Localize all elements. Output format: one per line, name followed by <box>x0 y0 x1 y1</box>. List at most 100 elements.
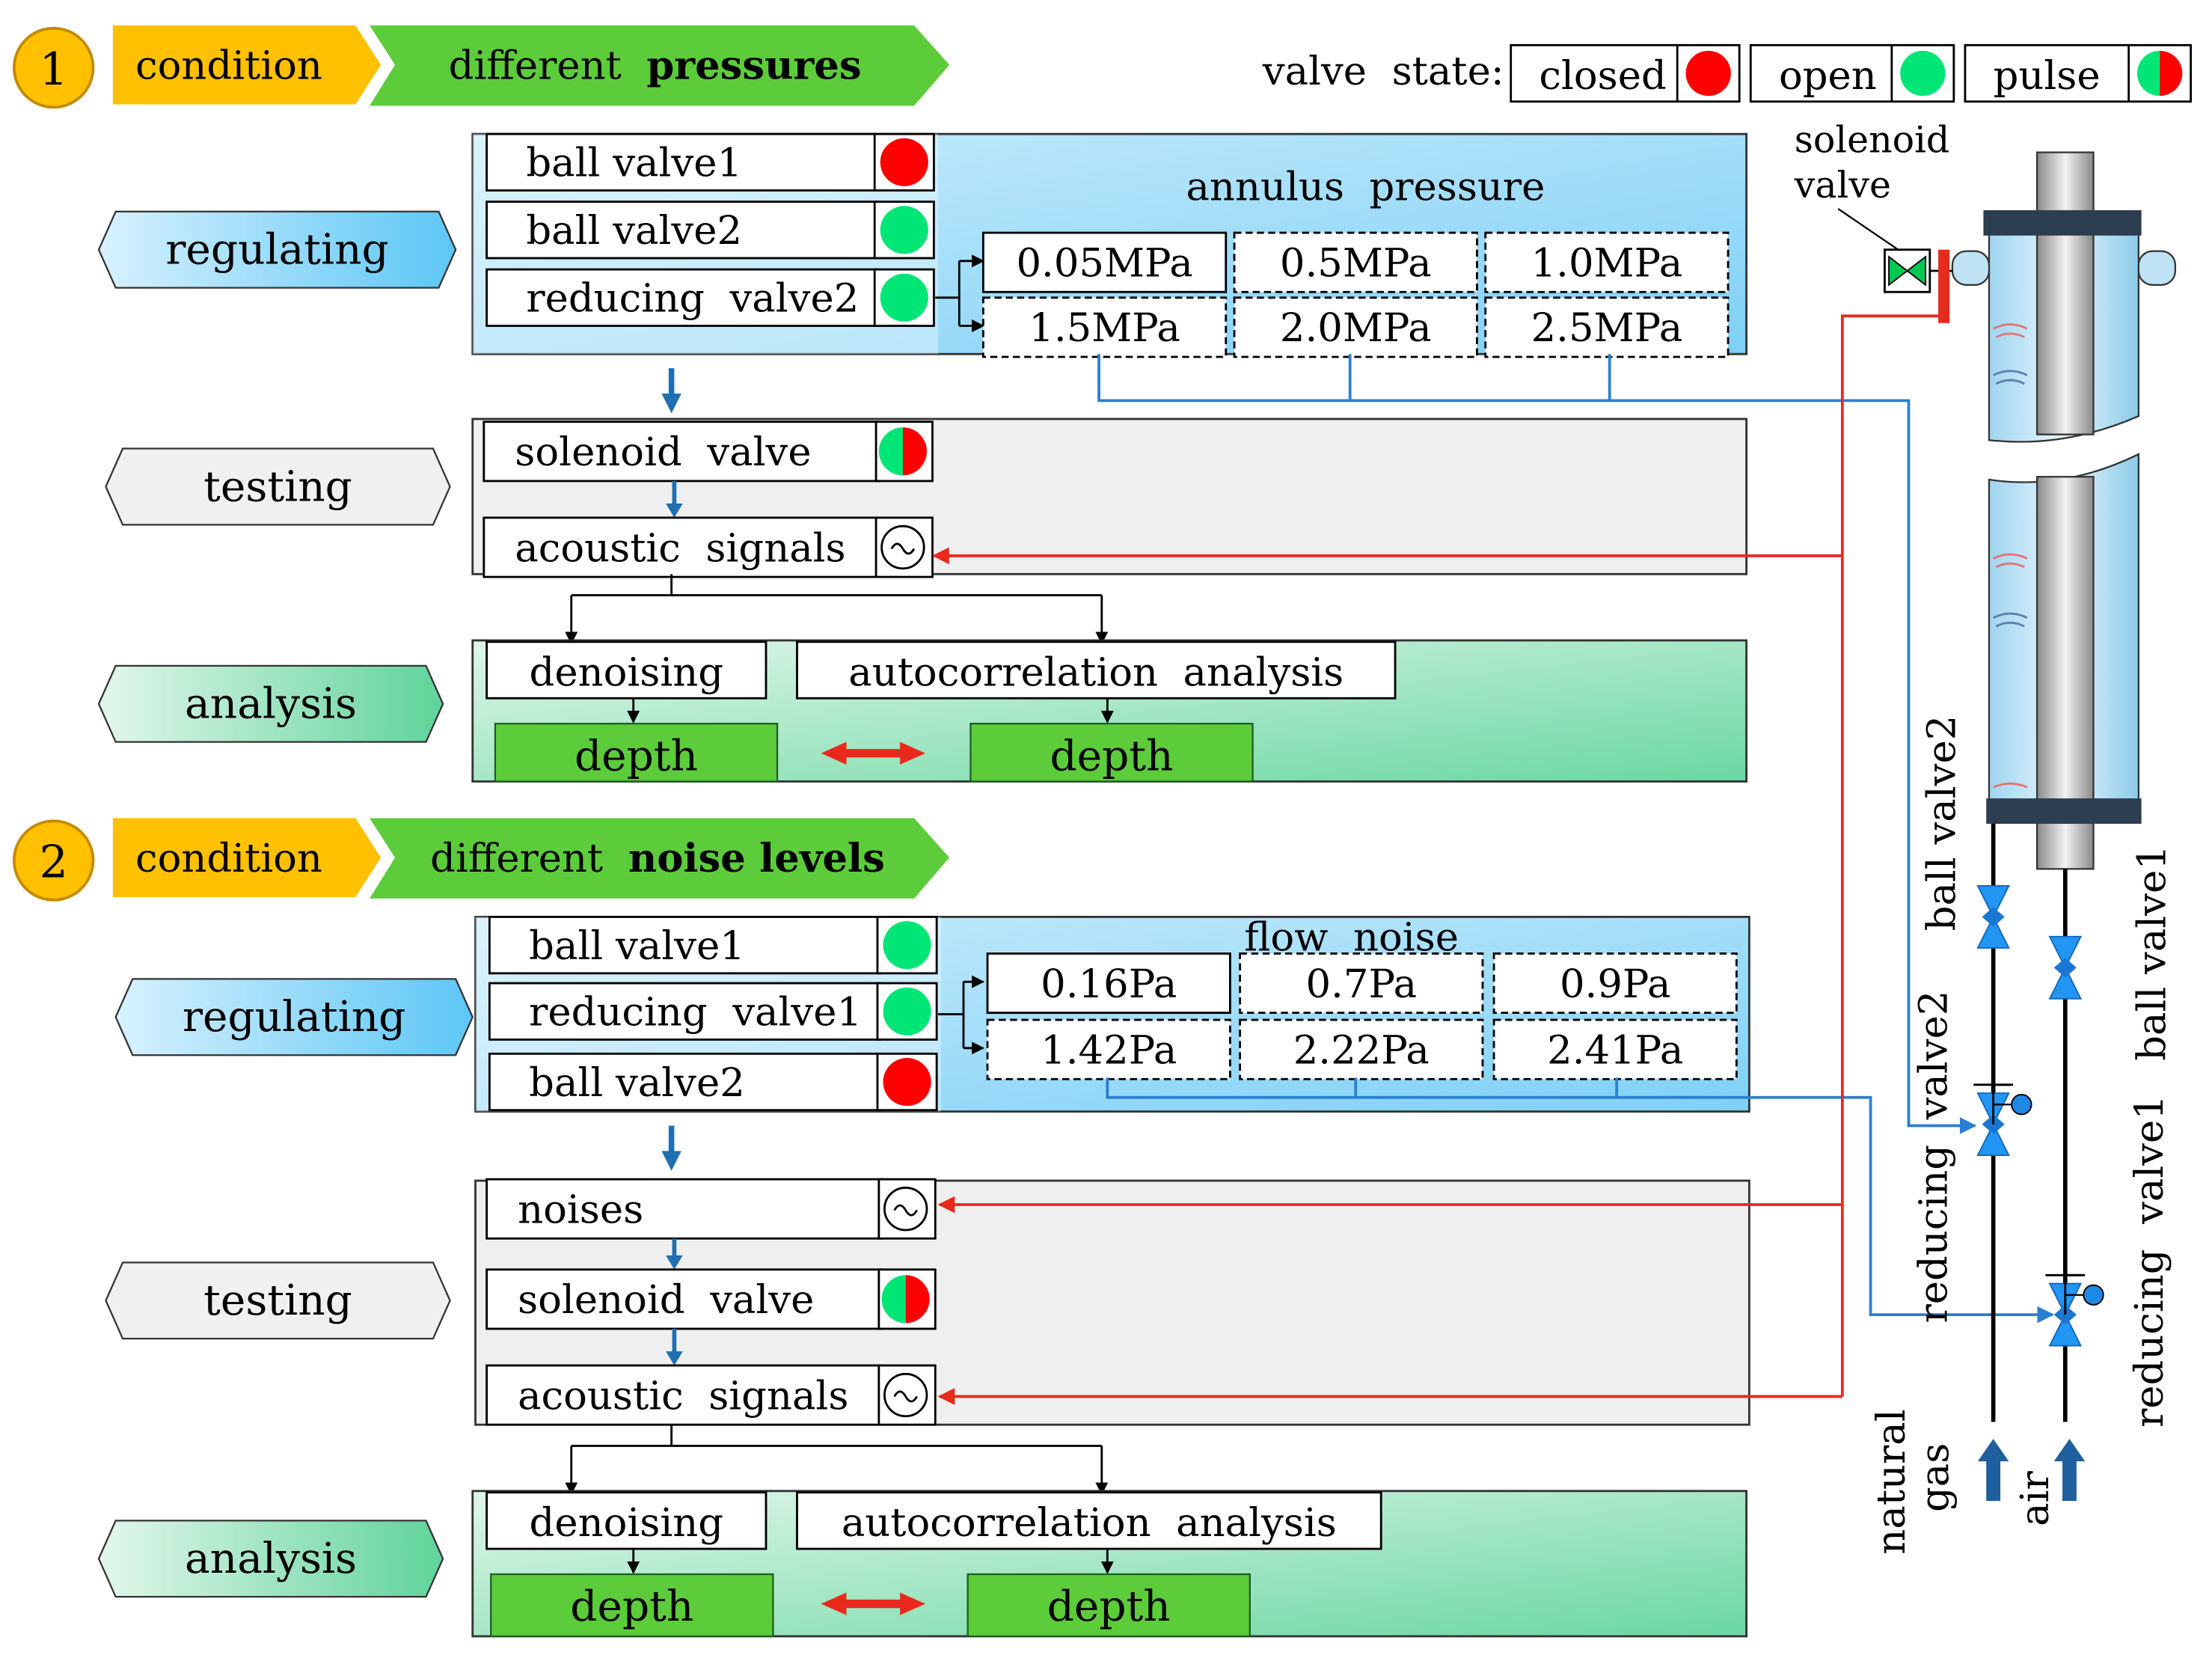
depth-result-box <box>969 723 1254 783</box>
stage-analysis: analysis <box>97 664 444 743</box>
reducing-valve1-label: reducing valve1 <box>2127 1095 2172 1428</box>
depth-label: depth <box>570 1582 693 1631</box>
natural-gas-label: natural <box>1869 1409 1914 1554</box>
valve-label: ball valve1 <box>529 923 745 969</box>
analysis-steps: denoising autocorrelation analysis depth de… <box>485 1491 1382 1638</box>
pressure-value: 0.5MPa <box>1280 241 1432 287</box>
pressure-value-cell: 1.0MPa <box>1484 231 1730 293</box>
stage-regulating: regulating <box>97 210 457 289</box>
reducing-valve2-label: reducing valve2 <box>1911 991 1956 1324</box>
valve-row: reducing valve1 <box>488 982 938 1041</box>
pressure-value-cell: 0.05MPa <box>981 231 1228 293</box>
stage-regulating-label: regulating <box>165 225 388 275</box>
pressure-value: 2.5MPa <box>1531 305 1683 351</box>
pressure-value-cell: 2.5MPa <box>1484 296 1730 358</box>
pressure-value-cell: 0.5MPa <box>1233 231 1478 293</box>
valve-row: reducing valve2 <box>485 268 935 327</box>
depth-result-box <box>490 1573 774 1638</box>
stage-analysis-label: analysis <box>185 1534 357 1583</box>
pressure-value: 1.0MPa <box>1531 241 1683 287</box>
depth-label: depth <box>1047 1582 1171 1631</box>
testing-row-label: acoustic signals <box>515 525 845 571</box>
valve-row: ball valve1 <box>488 916 938 975</box>
pressure-value: 0.9Pa <box>1560 961 1671 1007</box>
section-number: 1 <box>39 43 67 96</box>
depth-label: depth <box>575 731 698 780</box>
testing-row: acoustic signals <box>485 1364 937 1426</box>
depth-result-box <box>494 723 779 783</box>
valve-label: ball valve1 <box>526 141 742 186</box>
signal-connectors <box>932 314 2055 1405</box>
compare-double-arrow <box>821 741 926 765</box>
testing-row-label: noises <box>518 1187 643 1233</box>
condition-title: different pressures <box>449 43 862 89</box>
section-number-badge <box>12 819 95 902</box>
air-label: air <box>2012 1471 2058 1526</box>
legend-label: closed <box>1539 53 1666 99</box>
section-1: 1 condition different pressures regulating t… <box>12 25 1748 783</box>
autocorrelation-label: autocorrelation analysis <box>842 1500 1337 1546</box>
valve-row: ball valve2 <box>485 201 935 260</box>
pressure-value: 1.5MPa <box>1029 305 1180 351</box>
testing-row-label: solenoid valve <box>518 1277 814 1323</box>
valve-row: ball valve1 <box>485 132 935 192</box>
pulse-valve-icon <box>881 1275 930 1324</box>
legend-pulse-icon <box>2136 50 2183 97</box>
valve-open-icon <box>883 921 931 970</box>
pressure-value: 0.7Pa <box>1306 961 1418 1007</box>
gas-inflow-arrow <box>1977 1439 2009 1501</box>
natural-gas-label: gas <box>1912 1443 1958 1512</box>
pressure-value-cell: 1.42Pa <box>986 1018 1231 1080</box>
compare-double-arrow <box>821 1592 926 1615</box>
denoising-label: denoising <box>530 649 723 695</box>
testing-row: acoustic signals <box>482 516 934 578</box>
condition-label: condition <box>135 43 322 89</box>
condition-title: different noise levels <box>430 835 885 881</box>
pressure-value-cell: 2.22Pa <box>1239 1018 1484 1080</box>
sine-wave-icon <box>883 1187 928 1232</box>
testing-row-label: acoustic signals <box>518 1373 848 1419</box>
sensor-marker <box>1938 249 1950 323</box>
valve-open-icon <box>880 273 928 322</box>
stage-analysis-label: analysis <box>185 679 357 729</box>
testing-row: solenoid valve <box>482 420 934 518</box>
legend-label: pulse <box>1994 53 2101 99</box>
condition-title-banner <box>370 25 950 106</box>
stage-testing-label: testing <box>203 462 352 511</box>
legend-title: valve state: <box>1262 49 1504 94</box>
wellhead-flange <box>1983 209 2142 236</box>
sine-wave-icon <box>880 524 925 570</box>
stage-regulating-label: regulating <box>183 992 405 1042</box>
sine-wave-icon <box>883 1372 928 1418</box>
valve-label: ball valve2 <box>526 208 742 254</box>
pressure-value: 2.22Pa <box>1293 1028 1430 1074</box>
regulating-box-title: annulus pressure <box>1186 165 1545 210</box>
valve-open-icon <box>880 206 928 254</box>
pressure-value-cell: 0.16Pa <box>986 952 1231 1015</box>
valve-open-icon <box>883 987 931 1036</box>
valve-label: reducing valve1 <box>529 990 862 1036</box>
valve-closed-icon <box>880 138 928 186</box>
valve-label: reducing valve2 <box>526 276 859 322</box>
valve-closed-icon <box>883 1057 931 1107</box>
bottom-flange <box>1986 798 2142 825</box>
pressure-value: 1.42Pa <box>1041 1028 1177 1074</box>
pressure-value-cell: 2.0MPa <box>1233 296 1478 358</box>
legend-item-pulse: pulse <box>1964 43 2193 103</box>
condition-tag <box>112 818 382 898</box>
section-number-badge <box>12 26 95 109</box>
denoising-label: denoising <box>530 1500 723 1546</box>
stage-regulating: regulating <box>114 978 474 1056</box>
condition-tag <box>112 25 382 105</box>
pressure-value: 2.0MPa <box>1280 305 1432 351</box>
ball-valve2-icon <box>1976 885 2010 949</box>
stage-testing: testing <box>105 1261 451 1340</box>
pressure-value-cell: 2.41Pa <box>1492 1018 1738 1080</box>
stage-testing: testing <box>105 447 451 526</box>
valve-label: ball valve2 <box>529 1060 745 1106</box>
